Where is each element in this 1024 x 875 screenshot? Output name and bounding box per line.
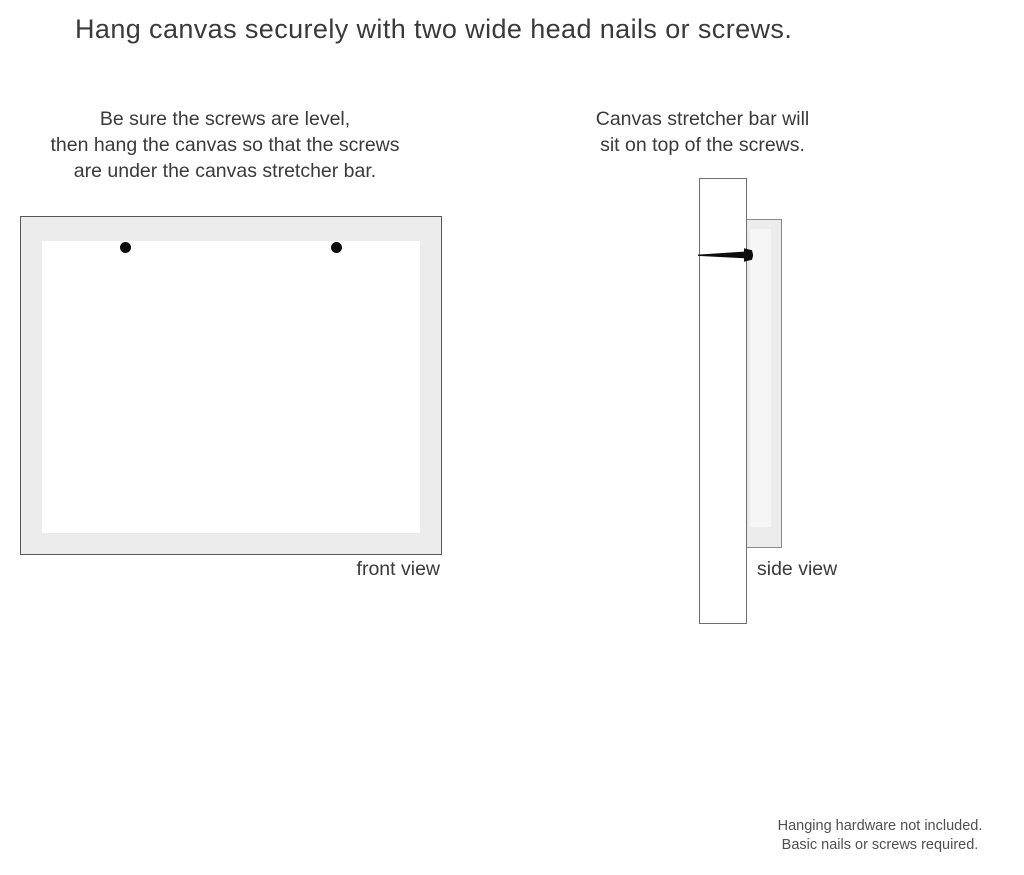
side-instruction-line: Canvas stretcher bar will xyxy=(595,108,810,130)
canvas-side-face xyxy=(750,229,771,527)
front-instruction-line: Be sure the screws are level, xyxy=(99,108,351,130)
canvas-front-face xyxy=(42,241,420,533)
footnote-line: Hanging hardware not included. xyxy=(777,818,983,834)
footnote-line: Basic nails or screws required. xyxy=(781,836,979,853)
front-view-label: front view xyxy=(356,558,440,580)
front-instruction-line: then hang the canvas so that the screws xyxy=(50,134,400,156)
side-view-canvas-profile xyxy=(746,219,782,548)
hardware-footnote: Hanging hardware not included. Basic nai… xyxy=(744,817,1016,854)
side-view-instructions: Canvas stretcher bar will sit on top of … xyxy=(560,106,845,158)
side-view-label: side view xyxy=(757,558,838,580)
nail-head-dot xyxy=(120,242,131,253)
side-instruction-line: sit on top of the screws. xyxy=(600,134,805,156)
front-view-canvas-diagram xyxy=(20,216,442,555)
nail-head-dot xyxy=(331,242,342,253)
front-instruction-line: are under the canvas stretcher bar. xyxy=(73,160,377,182)
front-view-instructions: Be sure the screws are level, then hang … xyxy=(30,106,420,184)
nail-icon xyxy=(698,248,753,262)
page-title: Hang canvas securely with two wide head … xyxy=(75,14,793,44)
